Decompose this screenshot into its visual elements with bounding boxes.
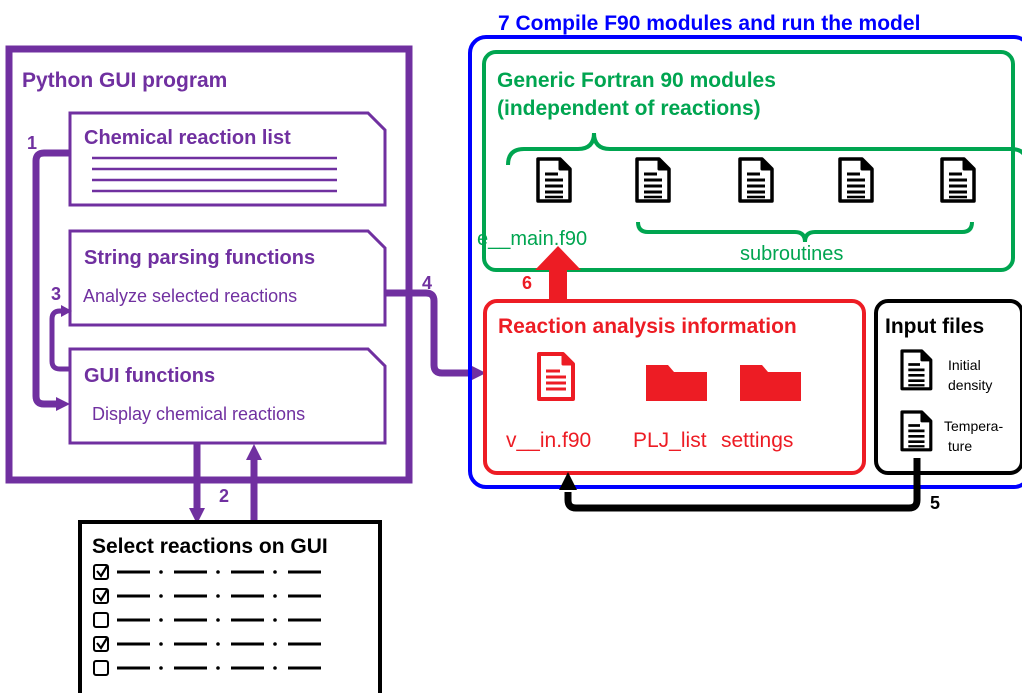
reaction-row — [93, 636, 321, 652]
subroutine-document-icon — [738, 157, 774, 203]
reaction-row — [93, 588, 321, 604]
step-1-label: 1 — [27, 133, 37, 153]
step-5-label: 5 — [930, 493, 940, 513]
initial-density-document-icon — [900, 349, 933, 391]
arrow-3: 3 — [49, 284, 72, 372]
reaction-placeholder-dot — [273, 666, 277, 670]
reaction-placeholder-dot — [273, 642, 277, 646]
input-file-2-line2: ture — [948, 438, 972, 454]
step-4-label: 4 — [422, 273, 432, 293]
input-file-1-line2: density — [948, 377, 992, 393]
reaction-placeholder-dot — [216, 570, 220, 574]
fortran-title-line2: (independent of reactions) — [497, 97, 761, 120]
subroutine-document-icon — [838, 157, 874, 203]
unchecked-checkbox[interactable] — [93, 612, 109, 628]
analysis-item-plj-list: PLJ_list — [633, 429, 707, 452]
reaction-list-title: Chemical reaction list — [84, 127, 291, 149]
step-3-label: 3 — [51, 284, 61, 304]
parsing-functions-box: String parsing functions Analyze selecte… — [68, 229, 387, 327]
unchecked-checkbox[interactable] — [93, 660, 109, 676]
gui-functions-title: GUI functions — [84, 365, 215, 387]
fortran-modules-panel: Generic Fortran 90 modules (independent … — [477, 50, 1022, 272]
reaction-row — [93, 564, 321, 580]
input-files-title: Input files — [885, 315, 984, 338]
subroutine-document-icon — [635, 157, 671, 203]
python-gui-panel: Python GUI program Chemical reaction lis… — [5, 45, 413, 484]
subroutines-label: subroutines — [740, 243, 843, 265]
reaction-placeholder-dot — [159, 618, 163, 622]
analysis-title: Reaction analysis information — [498, 315, 797, 338]
step-6-label: 6 — [522, 273, 532, 293]
reaction-placeholder-dot — [216, 642, 220, 646]
input-file-2-line1: Tempera- — [944, 418, 1003, 434]
check-mark-icon — [96, 637, 108, 650]
input-files-panel: Input files Initial density Tempera- tur… — [874, 299, 1022, 475]
reaction-placeholder-dot — [216, 618, 220, 622]
select-reactions-panel: Select reactions on GUI — [78, 520, 382, 693]
reaction-placeholder-dot — [273, 594, 277, 598]
main-file-document-icon — [536, 157, 572, 203]
reaction-row — [93, 612, 321, 628]
python-gui-title: Python GUI program — [22, 69, 227, 92]
v-in-document-icon — [537, 352, 575, 401]
arrow-1: 1 — [27, 133, 70, 411]
arrow-4: 4 — [385, 273, 486, 382]
analysis-item-settings: settings — [721, 429, 793, 452]
fortran-title-line1: Generic Fortran 90 modules — [497, 69, 776, 92]
input-file-1-line1: Initial — [948, 357, 981, 373]
analysis-item-v-in: v__in.f90 — [506, 429, 591, 452]
modules-brace — [506, 132, 1022, 166]
subroutines-brace — [636, 221, 974, 243]
arrow-5: 5 — [559, 458, 940, 513]
plj-list-folder-icon — [646, 365, 707, 401]
reaction-placeholder-dot — [159, 594, 163, 598]
step-2-label: 2 — [219, 486, 229, 506]
reaction-list-box: Chemical reaction list — [68, 111, 387, 207]
parsing-functions-title: String parsing functions — [84, 247, 315, 269]
gui-functions-subtitle: Display chemical reactions — [92, 404, 305, 424]
select-panel-title: Select reactions on GUI — [92, 535, 328, 558]
reaction-row — [93, 660, 321, 676]
check-mark-icon — [96, 589, 108, 602]
reaction-placeholder-dot — [159, 642, 163, 646]
reaction-placeholder-dot — [216, 594, 220, 598]
main-file-label: e__main.f90 — [477, 228, 587, 250]
temperature-document-icon — [900, 410, 933, 452]
reaction-placeholder-dot — [273, 570, 277, 574]
parsing-functions-subtitle: Analyze selected reactions — [83, 286, 297, 306]
analysis-panel: Reaction analysis information v__in.f90 … — [483, 299, 866, 475]
reaction-placeholder-dot — [159, 666, 163, 670]
reaction-placeholder-dot — [159, 570, 163, 574]
gui-functions-box: GUI functions Display chemical reactions — [68, 347, 387, 445]
reaction-placeholder-dot — [216, 666, 220, 670]
compile-title: 7 Compile F90 modules and run the model — [498, 12, 920, 35]
reaction-placeholder-dot — [273, 618, 277, 622]
subroutine-document-icon — [940, 157, 976, 203]
arrow-6: 6 — [522, 246, 581, 301]
arrow-2: 2 — [189, 443, 262, 524]
settings-folder-icon — [740, 365, 801, 401]
compile-panel: 7 Compile F90 modules and run the model … — [468, 12, 1022, 489]
check-mark-icon — [96, 565, 108, 578]
